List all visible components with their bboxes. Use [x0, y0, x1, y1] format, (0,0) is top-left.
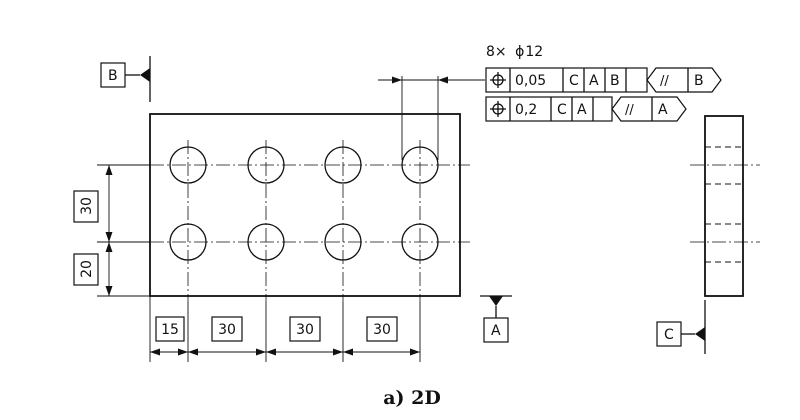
hole: [169, 223, 207, 261]
fcf-2-refinement-datum: A: [658, 102, 668, 118]
datum-b: B: [100, 56, 151, 102]
dimension-vertical-20: 20: [79, 260, 95, 278]
figure-caption: a) 2D: [383, 387, 441, 409]
datum-a-label: A: [491, 323, 501, 339]
hole: [401, 223, 439, 261]
feature-control-frame-2: 0,2 C A // A: [485, 96, 687, 122]
horizontal-dimensions: 15 30 30 30: [149, 296, 421, 362]
vertical-dimensions: 30 20: [73, 164, 150, 297]
datum-b-label: B: [108, 68, 118, 84]
dimension-horizontal-30b: 30: [296, 322, 314, 338]
hole-centerlines: [128, 140, 470, 302]
dimension-horizontal-30c: 30: [373, 322, 391, 338]
fcf-1-refinement-frame: // B: [646, 67, 722, 93]
fcf-1-datum-secondary: A: [589, 73, 599, 89]
hole-diameter-dimension: [378, 76, 485, 160]
hole: [324, 223, 362, 261]
hole-note: 8× ϕ12: [486, 44, 543, 60]
hole: [401, 146, 439, 184]
fcf-2-tolerance: 0,2: [515, 102, 537, 118]
parallelism-icon: //: [625, 103, 634, 118]
fcf-1-datum-primary: C: [569, 73, 579, 89]
plate-outline: [149, 113, 461, 297]
fcf-1-tolerance: 0,05: [515, 73, 546, 89]
fcf-2-datum-primary: C: [557, 102, 567, 118]
position-icon: [490, 101, 506, 117]
datum-c-label: C: [664, 327, 674, 343]
datum-c: C: [656, 300, 706, 354]
fcf-1-datum-tertiary: B: [610, 73, 620, 89]
hole: [247, 146, 285, 184]
dimension-horizontal-30a: 30: [218, 322, 236, 338]
fcf-2-refinement-frame: // A: [611, 96, 687, 122]
fcf-1-refinement-datum: B: [694, 73, 704, 89]
hole: [247, 223, 285, 261]
dimension-vertical-30: 30: [79, 197, 95, 215]
fcf-2-datum-secondary: A: [577, 102, 587, 118]
parallelism-icon: //: [660, 74, 669, 89]
dimension-horizontal-15: 15: [161, 322, 179, 338]
side-view: [690, 115, 760, 297]
holes: [169, 146, 439, 261]
hole: [169, 146, 207, 184]
hole: [324, 146, 362, 184]
position-icon: [490, 72, 506, 88]
datum-a: A: [480, 295, 512, 343]
feature-control-frame-1: 0,05 C A B // B: [485, 67, 722, 93]
